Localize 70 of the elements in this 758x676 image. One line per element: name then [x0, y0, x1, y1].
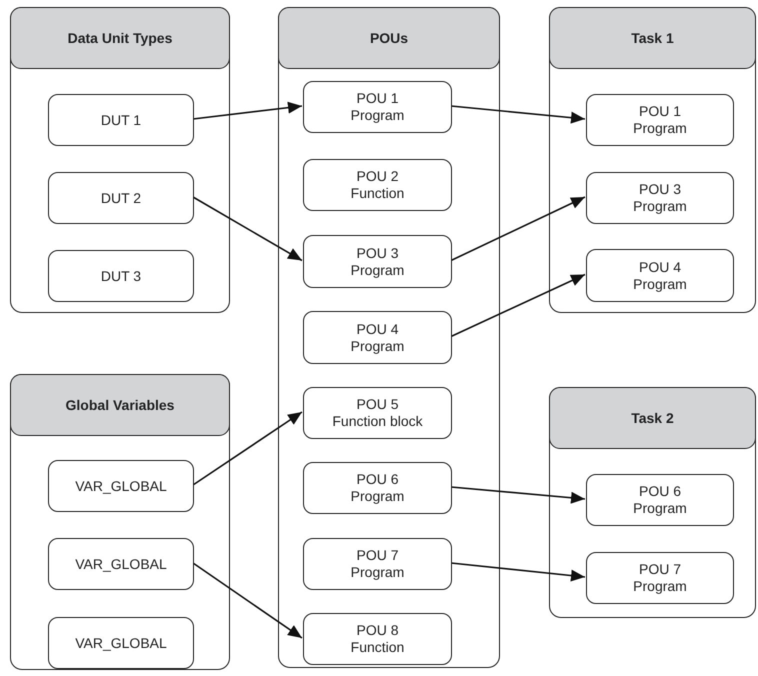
process-box [48, 94, 194, 146]
item-type: Program [350, 107, 404, 124]
process-box [586, 94, 734, 146]
item-type: Program [633, 578, 687, 595]
process-box [586, 172, 734, 224]
item-name: POU 4 [638, 258, 681, 276]
process-box [586, 552, 734, 604]
item-name: POU 6 [638, 483, 681, 500]
process-box [303, 462, 452, 514]
arrow [450, 196, 586, 262]
group-panel [549, 387, 756, 618]
item-name: VAR_GLOBAL [75, 556, 167, 572]
group-panel [10, 374, 230, 670]
group-panel [549, 7, 756, 313]
item-name: POU 1 [356, 90, 398, 107]
panel-heading: Task 2 [549, 387, 756, 449]
item-type: Program [633, 198, 687, 215]
panel-heading: POUs [278, 7, 500, 69]
arrow [450, 562, 586, 582]
process-box [48, 172, 194, 224]
arrow [450, 274, 586, 338]
process-box [303, 235, 452, 288]
item-name: VAR_GLOBAL [75, 478, 167, 494]
process-box [48, 460, 194, 512]
item-type: Program [633, 276, 687, 292]
process-box [586, 474, 734, 526]
item-type: Program [350, 488, 404, 505]
arrow [450, 105, 586, 124]
process-box [303, 613, 452, 665]
arrow [192, 562, 302, 639]
item-name: POU 6 [356, 471, 398, 488]
process-box [303, 81, 452, 133]
item-type: Program [633, 120, 687, 137]
process-box [303, 538, 452, 590]
process-box [586, 249, 734, 302]
panel-heading: Data Unit Types [10, 7, 230, 69]
group-panel [278, 7, 500, 668]
item-type: Function [350, 639, 404, 656]
item-type: Program [350, 338, 404, 354]
item-name: POU 8 [356, 622, 398, 639]
item-name: POU 7 [356, 547, 398, 564]
item-name: POU 3 [356, 244, 398, 262]
item-name: POU 7 [638, 561, 681, 578]
item-type: Program [350, 262, 404, 278]
item-type: Program [350, 564, 404, 581]
panel-heading: Global Variables [10, 374, 230, 436]
process-box [303, 387, 452, 439]
arrow [192, 102, 302, 120]
item-type: Function [350, 185, 404, 202]
arrow [192, 411, 302, 486]
arrow [192, 196, 302, 262]
item-name: DUT 1 [100, 112, 142, 128]
item-name: POU 5 [356, 396, 398, 413]
process-box [303, 311, 452, 364]
item-name: POU 1 [638, 103, 681, 120]
process-box [48, 617, 194, 669]
item-name: POU 2 [356, 168, 398, 185]
item-name: POU 3 [638, 181, 681, 198]
process-box [48, 250, 194, 302]
process-box [303, 159, 452, 211]
panel-heading: Task 1 [549, 7, 756, 69]
item-type: Program [633, 500, 687, 517]
process-box [48, 538, 194, 590]
item-name: POU 4 [356, 320, 398, 338]
group-panel [10, 7, 230, 313]
item-name: DUT 2 [100, 190, 142, 206]
item-name: VAR_GLOBAL [75, 634, 167, 652]
item-name: DUT 3 [100, 268, 142, 284]
item-type: Function block [332, 413, 423, 430]
arrow [450, 486, 586, 504]
